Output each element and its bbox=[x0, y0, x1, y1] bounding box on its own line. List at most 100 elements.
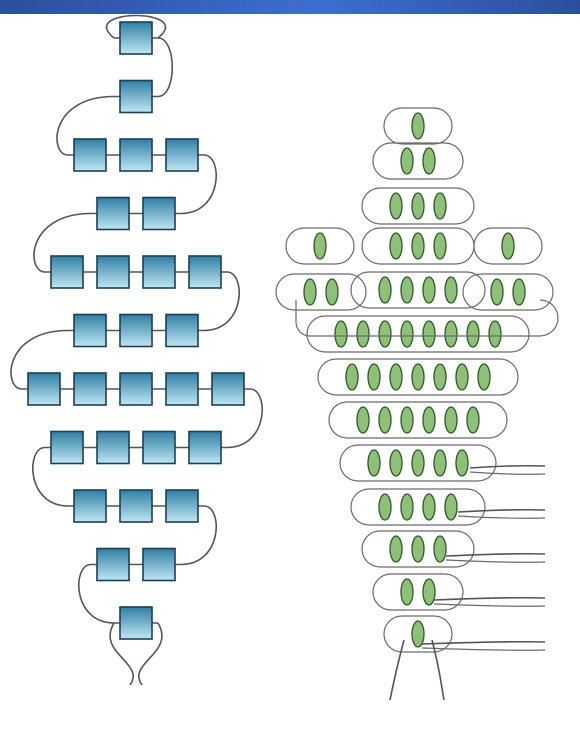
thread-loop bbox=[56, 95, 115, 156]
oval-bead bbox=[433, 192, 447, 220]
oval-bead bbox=[345, 363, 359, 391]
thread-end bbox=[421, 647, 546, 651]
square-bead bbox=[73, 372, 107, 406]
oval-bead bbox=[325, 278, 339, 306]
thread-end bbox=[469, 471, 546, 475]
oval-bead bbox=[444, 406, 458, 434]
square-bead bbox=[188, 255, 222, 289]
thread-end bbox=[469, 464, 546, 469]
thread-end bbox=[433, 596, 546, 601]
square-bead bbox=[73, 138, 107, 172]
oval-bead bbox=[389, 192, 403, 220]
right-pattern-oval-beads bbox=[275, 107, 559, 701]
oval-bead bbox=[400, 276, 414, 304]
oval-bead bbox=[433, 535, 447, 563]
oval-bead bbox=[512, 278, 526, 306]
thread-loop bbox=[361, 227, 475, 265]
oval-bead bbox=[488, 320, 502, 348]
oval-bead bbox=[411, 449, 425, 477]
square-bead bbox=[119, 489, 153, 523]
oval-bead bbox=[378, 493, 392, 521]
oval-bead bbox=[466, 406, 480, 434]
square-bead bbox=[142, 430, 176, 465]
thread-base bbox=[295, 299, 559, 337]
oval-bead bbox=[422, 147, 436, 175]
square-bead bbox=[188, 430, 222, 465]
thread-end bbox=[433, 603, 546, 607]
square-bead bbox=[50, 255, 84, 289]
thread-end bbox=[457, 515, 546, 519]
oval-bead bbox=[433, 232, 447, 260]
thread-loop bbox=[157, 37, 174, 98]
oval-bead bbox=[389, 232, 403, 260]
thread-tail-twist bbox=[109, 622, 163, 686]
square-bead bbox=[142, 547, 176, 582]
thread-loop bbox=[32, 446, 69, 507]
square-bead bbox=[165, 489, 199, 523]
oval-bead bbox=[444, 493, 458, 521]
oval-bead bbox=[444, 320, 458, 348]
square-bead bbox=[119, 372, 153, 406]
oval-bead bbox=[477, 363, 491, 391]
thread-end bbox=[457, 508, 546, 513]
oval-bead bbox=[367, 449, 381, 477]
square-bead bbox=[73, 489, 107, 523]
oval-bead bbox=[389, 363, 403, 391]
oval-bead bbox=[356, 406, 370, 434]
square-bead bbox=[119, 606, 153, 640]
thread-loop bbox=[473, 227, 543, 265]
thread-tail bbox=[389, 639, 445, 701]
thread-loop bbox=[328, 401, 508, 439]
thread-loop bbox=[203, 271, 240, 332]
thread-end bbox=[445, 559, 546, 563]
thread-loop bbox=[361, 530, 475, 568]
square-bead bbox=[142, 196, 176, 231]
oval-bead bbox=[490, 278, 504, 306]
oval-bead bbox=[444, 276, 458, 304]
thread-loop bbox=[285, 227, 355, 265]
square-bead bbox=[119, 138, 153, 172]
thread-loop bbox=[226, 388, 263, 449]
thread-loop bbox=[306, 315, 530, 353]
square-bead bbox=[73, 313, 107, 348]
thread-loop bbox=[462, 273, 554, 311]
thread-loop bbox=[78, 563, 115, 624]
oval-bead bbox=[313, 232, 327, 260]
square-bead bbox=[211, 372, 245, 406]
square-bead bbox=[119, 313, 153, 348]
oval-bead bbox=[400, 493, 414, 521]
thread-loop bbox=[10, 329, 69, 390]
square-bead bbox=[142, 255, 176, 289]
thread-loop bbox=[180, 154, 217, 215]
thread-loop bbox=[317, 358, 519, 396]
oval-bead bbox=[411, 192, 425, 220]
thread-end bbox=[421, 640, 546, 645]
thread-end bbox=[445, 552, 546, 557]
thread-loop bbox=[339, 444, 497, 482]
square-bead bbox=[50, 430, 84, 465]
oval-bead bbox=[433, 449, 447, 477]
oval-bead bbox=[303, 278, 317, 306]
oval-bead bbox=[433, 363, 447, 391]
oval-bead bbox=[501, 232, 515, 260]
oval-bead bbox=[422, 406, 436, 434]
oval-bead bbox=[422, 276, 436, 304]
oval-bead bbox=[466, 320, 480, 348]
oval-bead bbox=[411, 112, 425, 140]
oval-bead bbox=[400, 578, 414, 606]
oval-bead bbox=[400, 147, 414, 175]
square-bead bbox=[165, 372, 199, 406]
thread-loop bbox=[383, 615, 453, 653]
oval-bead bbox=[367, 363, 381, 391]
oval-bead bbox=[389, 535, 403, 563]
oval-bead bbox=[411, 363, 425, 391]
square-bead bbox=[96, 430, 130, 465]
square-bead bbox=[96, 196, 130, 231]
thread-loop bbox=[33, 212, 92, 273]
oval-bead bbox=[400, 406, 414, 434]
left-pattern-square-beads bbox=[10, 14, 263, 686]
thread-loop bbox=[372, 573, 464, 611]
oval-bead bbox=[411, 232, 425, 260]
thread-top-loop bbox=[105, 14, 167, 39]
